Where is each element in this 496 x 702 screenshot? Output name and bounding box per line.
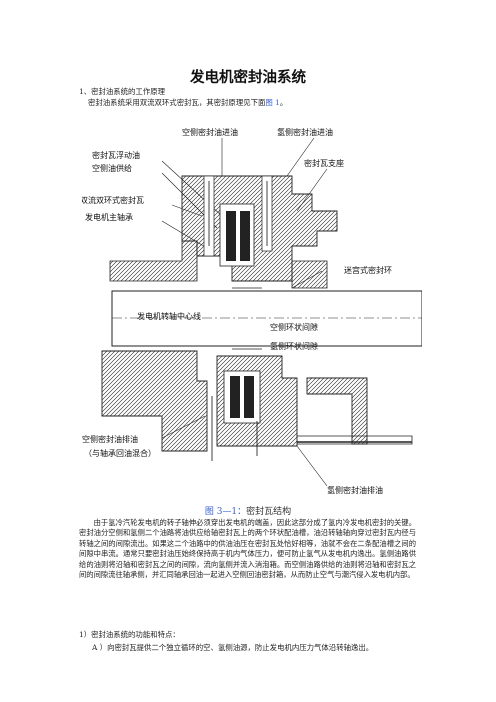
intro-text: 密封油系统采用双流双环式密封瓦，其密封原理见下面 — [88, 98, 266, 107]
section2-item-a: A ）向密封瓦提供二个独立循环的空、氢侧油源，防止发电机内压力气体沿转轴逸出。 — [92, 643, 374, 652]
caption-text: 密封瓦结构 — [246, 507, 292, 517]
label-float-oil: 密封瓦浮动油 — [92, 150, 140, 160]
label-double-ring-seal: 双流双环式密封瓦 — [82, 195, 144, 205]
label-main-bearing: 发电机主轴承 — [85, 212, 133, 222]
label-air-supply: 空侧油供给 — [92, 163, 132, 173]
intro-figure-ref: 图 1 — [265, 98, 280, 107]
label-air-drain-note: （与轴承回油混合） — [84, 448, 156, 458]
label-seal-bracket: 密封瓦支座 — [304, 158, 344, 168]
upper-housing — [109, 175, 338, 289]
caption-ref: 图 3—1： — [204, 507, 247, 517]
figure-caption: 图 3—1：密封瓦结构 — [0, 504, 496, 517]
flow-arrows — [208, 181, 268, 461]
page-title: 发电机密封油系统 — [190, 70, 306, 86]
lower-housing — [101, 350, 413, 452]
section-heading: 1、密封油系统的工作原理 — [79, 87, 166, 96]
label-air-gap: 空侧环状间隙 — [270, 322, 318, 332]
label-hyd-gap: 氢侧环状间隙 — [270, 341, 318, 351]
section2-heading: 1）密封油系统的功能和特点： — [79, 630, 180, 639]
intro-line: 密封油系统采用双流双环式密封瓦，其密封原理见下面图 1。 — [88, 98, 287, 108]
label-labyrinth-ring: 迷宫式密封环 — [344, 265, 392, 275]
label-air-inlet: 空侧密封油进油 — [182, 127, 238, 137]
body-paragraph: 由于氢冷汽轮发电机的转子轴伸必须穿出发电机的端盖，因此这部分成了氢内冷发电机密封… — [79, 518, 416, 580]
rotor-shaft — [111, 287, 422, 350]
label-hyd-drain: 氢侧密封油排油 — [327, 485, 383, 495]
seal-diagram: 空侧密封油进油 氢侧密封油进油 密封瓦浮动油 空侧油供给 密封瓦支座 双流双环式… — [82, 127, 422, 495]
intro-end: 。 — [279, 98, 288, 107]
label-rotor-center: 发电机转轴中心线 — [137, 311, 201, 321]
label-hyd-inlet: 氢侧密封油进油 — [277, 127, 333, 137]
label-air-drain: 空侧密封油排油 — [82, 434, 138, 444]
